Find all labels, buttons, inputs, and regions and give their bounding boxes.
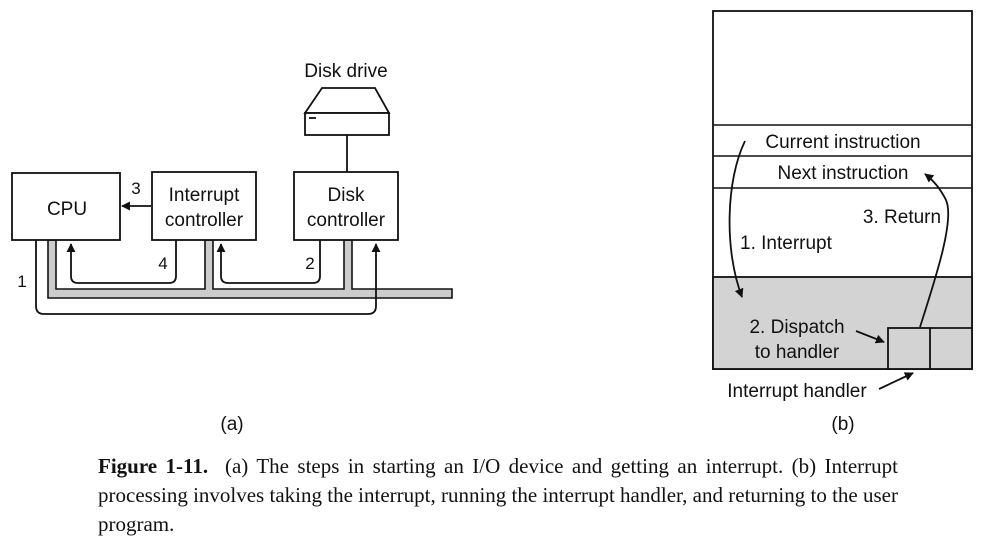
arrow-dispatch [855, 330, 885, 344]
step-label-3: 3 [131, 179, 140, 198]
disk-controller-label-line2: controller [307, 210, 386, 231]
next-instruction-label: Next instruction [778, 163, 909, 184]
current-instruction-label: Current instruction [765, 132, 920, 153]
panel-b-label: (b) [831, 414, 854, 435]
dispatch-label-line2: to handler [755, 342, 840, 363]
cpu-label: CPU [47, 199, 87, 220]
cpu-box [11, 172, 121, 241]
disk-drive-label: Disk drive [304, 61, 387, 82]
interrupt-controller-label-line1: Interrupt [169, 185, 240, 206]
arrow-step-2 [216, 240, 321, 284]
interrupt-controller-label-line2: controller [165, 210, 244, 231]
step-label-2: 2 [305, 254, 314, 273]
step-label-1: 1 [17, 272, 26, 291]
figure-caption: Figure 1-11. (a) The steps in starting a… [98, 452, 898, 539]
disk-controller-label-line1: Disk [328, 185, 365, 206]
arrow-step-1 [35, 240, 381, 315]
disk-controller-box [293, 171, 399, 241]
figure-number: Figure 1-11. [98, 454, 209, 478]
dispatch-label-line1: 2. Dispatch [749, 317, 844, 338]
system-bus [47, 239, 453, 299]
arrow-return [919, 173, 950, 328]
step-label-4: 4 [158, 254, 167, 273]
diagram-b: Current instruction Next instruction 1. … [712, 10, 973, 435]
handler-box [887, 327, 931, 370]
arrow-step-4 [66, 240, 177, 284]
panel-a-label: (a) [220, 414, 243, 435]
arrow-handler-pointer [878, 372, 914, 390]
caption-text: (a) The steps in starting an I/O device … [98, 454, 898, 536]
arrow-interrupt [728, 140, 746, 298]
interrupt-controller-box [151, 171, 257, 241]
return-label: 3. Return [863, 207, 941, 228]
disk-drive-icon [303, 87, 391, 136]
interrupt-handler-label: Interrupt handler [727, 381, 867, 402]
interrupt-label: 1. Interrupt [740, 233, 833, 254]
diagram-a: Disk drive CPU Interrupt controller Disk… [11, 61, 453, 435]
